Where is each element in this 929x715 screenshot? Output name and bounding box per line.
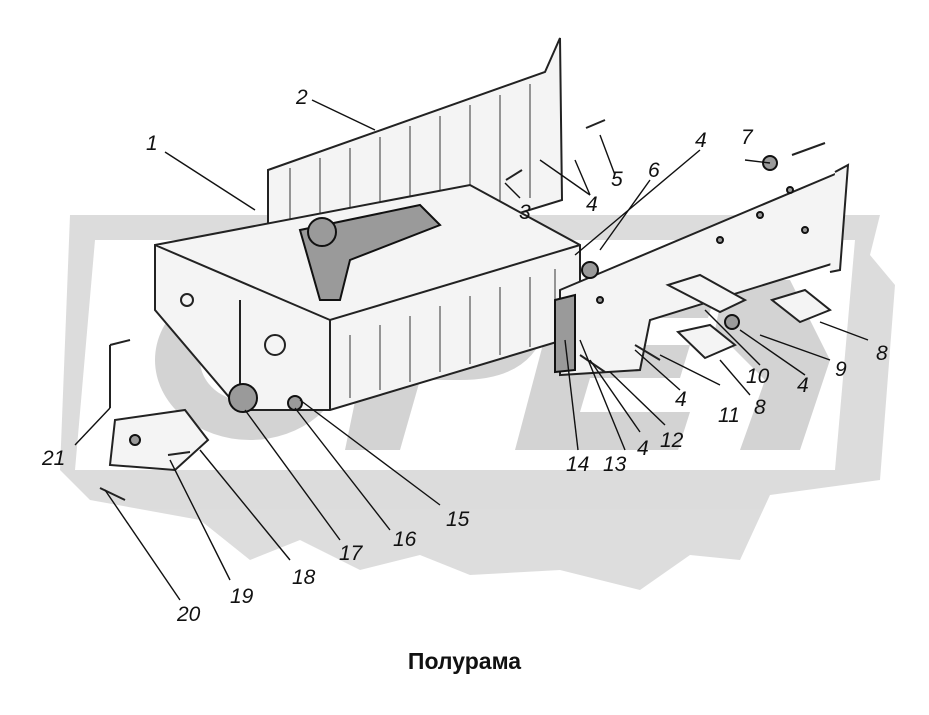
callout-4a: 4 <box>586 193 598 216</box>
callout-15: 15 <box>446 508 470 531</box>
callout-4e: 4 <box>637 437 649 460</box>
bushing <box>228 383 258 413</box>
callout-6: 6 <box>648 159 660 182</box>
callout-1: 1 <box>146 132 158 155</box>
callout-4c: 4 <box>797 374 809 397</box>
loose-parts <box>99 119 832 501</box>
callout-11: 11 <box>718 404 740 427</box>
callout-labels: 1 2 3 4 4 4 4 4 4 5 6 7 8 8 9 10 11 12 1… <box>41 86 888 626</box>
callout-21: 21 <box>41 447 65 470</box>
half-frame-body <box>154 183 581 413</box>
callout-20: 20 <box>176 603 201 626</box>
callout-10: 10 <box>746 365 770 388</box>
bracket-plate <box>554 163 850 377</box>
callout-3: 3 <box>519 201 531 224</box>
diagram-caption: Полурама <box>407 648 522 674</box>
callout-7: 7 <box>741 126 754 149</box>
callout-8b: 8 <box>754 396 766 419</box>
callout-18: 18 <box>292 566 316 589</box>
callout-19: 19 <box>230 585 254 608</box>
callout-14: 14 <box>566 453 589 476</box>
hitch-bracket <box>108 408 210 472</box>
callout-13: 13 <box>603 453 627 476</box>
callout-12: 12 <box>660 429 684 452</box>
leader-lines <box>74 99 869 601</box>
callout-2: 2 <box>295 86 308 109</box>
callout-17: 17 <box>339 542 364 565</box>
callout-9: 9 <box>835 358 847 381</box>
callout-5: 5 <box>611 168 623 191</box>
callout-16: 16 <box>393 528 417 551</box>
callout-4b: 4 <box>695 129 707 152</box>
callout-8a: 8 <box>876 342 888 365</box>
callout-4d: 4 <box>675 388 687 411</box>
